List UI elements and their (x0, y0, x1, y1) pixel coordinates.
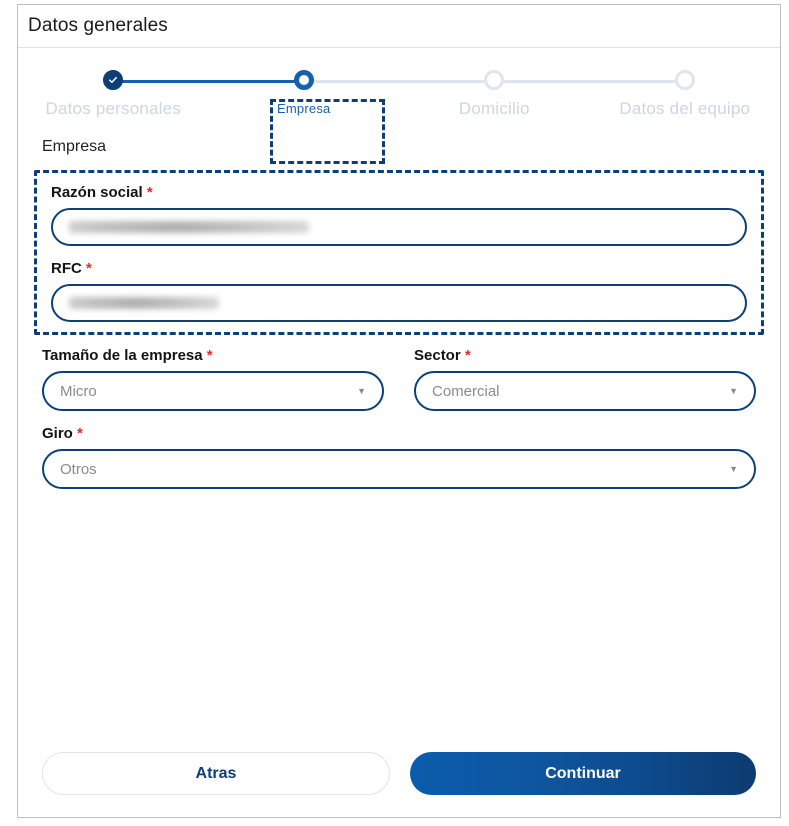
window-header: Datos generales (18, 5, 780, 48)
step-connector-left (399, 80, 495, 83)
razon-social-label-text: Razón social (51, 184, 143, 201)
back-button[interactable]: Atras (42, 752, 390, 795)
step-empresa[interactable]: Empresa (208, 60, 399, 119)
field-giro: Giro * Otros ▼ (42, 425, 756, 489)
progress-stepper: Datos personales Empresa Domicilio Datos… (18, 48, 781, 164)
sector-label-text: Sector (414, 347, 461, 364)
required-marker: * (77, 425, 83, 442)
highlighted-field-group: Razón social * RFC * (34, 170, 764, 335)
chevron-down-icon: ▼ (729, 463, 738, 474)
step-label: Domicilio (458, 99, 530, 118)
sector-select[interactable]: Comercial ▼ (414, 371, 756, 411)
step-indicator-current (293, 70, 314, 90)
page-title: Datos generales (28, 15, 168, 36)
field-tamano-empresa: Tamaño de la empresa * Micro ▼ (42, 347, 384, 411)
giro-label-text: Giro (42, 425, 73, 442)
razon-social-label: Razón social * (51, 184, 747, 201)
step-datos-personales[interactable]: Datos personales (18, 60, 209, 119)
step-datos-del-equipo[interactable]: Datos del equipo (589, 60, 781, 119)
giro-label: Giro * (42, 425, 756, 442)
rfc-label: RFC * (51, 260, 747, 277)
continue-button[interactable]: Continuar (410, 752, 756, 795)
tamano-selected-value: Micro (60, 382, 97, 400)
step-label: Datos del equipo (619, 99, 751, 118)
rfc-label-text: RFC (51, 260, 82, 277)
form-actions: Atras Continuar (42, 752, 756, 795)
chevron-down-icon: ▼ (729, 385, 738, 396)
step-connector-right (113, 80, 209, 83)
app-window: Datos generales Datos personales Empresa (17, 4, 781, 818)
redacted-value (69, 297, 219, 309)
step-connector-right (494, 80, 590, 83)
sector-label: Sector * (414, 347, 756, 364)
rfc-input[interactable] (51, 284, 747, 322)
step-connector-right (303, 80, 399, 83)
giro-select[interactable]: Otros ▼ (42, 449, 756, 489)
required-marker: * (464, 347, 471, 364)
field-rfc: RFC * (51, 260, 747, 322)
step-domicilio[interactable]: Domicilio (399, 60, 590, 119)
form-container: Empresa Razón social * RFC * (18, 138, 780, 489)
step-connector-left (208, 80, 304, 83)
step-label: Datos personales (45, 99, 181, 118)
step-indicator-done (103, 70, 124, 90)
field-sector: Sector * Comercial ▼ (414, 347, 756, 411)
required-marker: * (146, 184, 153, 201)
step-indicator-pending (674, 70, 695, 90)
tamano-select[interactable]: Micro ▼ (42, 371, 384, 411)
redacted-value (69, 221, 309, 233)
sector-selected-value: Comercial (432, 382, 500, 400)
step-label: Empresa (277, 101, 331, 116)
field-razon-social: Razón social * (51, 184, 747, 246)
required-marker: * (206, 347, 213, 364)
giro-selected-value: Otros (60, 460, 97, 478)
step-connector-left (589, 80, 685, 83)
required-marker: * (86, 260, 92, 277)
razon-social-input[interactable] (51, 208, 747, 246)
section-title: Empresa (42, 138, 107, 155)
check-icon (109, 76, 118, 83)
tamano-label: Tamaño de la empresa * (42, 347, 384, 364)
chevron-down-icon: ▼ (357, 385, 366, 396)
step-indicator-pending (484, 70, 505, 90)
tamano-label-text: Tamaño de la empresa (42, 347, 203, 364)
field-row: Tamaño de la empresa * Micro ▼ Sector * … (42, 347, 756, 425)
